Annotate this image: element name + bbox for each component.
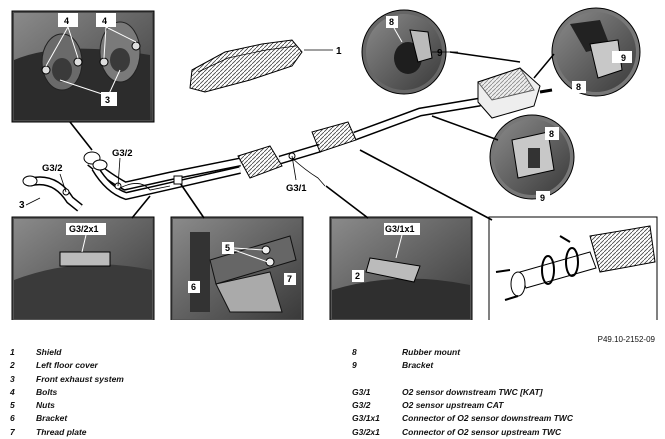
callout-bracket: 6 <box>191 282 196 292</box>
shield: 1 <box>189 39 342 93</box>
tailpipe-detail-inset <box>488 216 658 320</box>
callout-rubber-mount-b: 8 <box>576 82 581 92</box>
rear-muffler <box>477 67 553 119</box>
callout-bracket-c: 9 <box>540 193 545 203</box>
manifold-photo-inset: 4 4 3 <box>11 10 155 123</box>
rubber-mount-inset-right: 9 8 <box>551 7 641 97</box>
callout-shield: 1 <box>336 46 342 57</box>
legend-row <box>352 373 573 386</box>
callout-thread-plate: 7 <box>287 274 292 284</box>
catalytic-converter <box>237 121 357 179</box>
callout-rubber-mount-c: 8 <box>549 129 554 139</box>
callout-floor-cover: 2 <box>355 271 360 281</box>
callout-g3-2-front: G3/2 <box>42 163 63 174</box>
callout-g3-1x1: G3/1x1 <box>385 224 415 234</box>
callout-bracket-a: 9 <box>437 48 443 59</box>
connector-g3-2x1-photo: G3/2x1 <box>11 216 155 320</box>
callout-bolts-b: 4 <box>102 16 107 26</box>
callout-bracket-b: 9 <box>621 53 626 63</box>
callout-rubber-mount-a: 8 <box>389 17 394 27</box>
callout-nuts: 5 <box>225 243 230 253</box>
connector-g3-1x1-photo: G3/1x1 2 <box>329 216 473 320</box>
callout-front-exhaust: 3 <box>19 200 25 211</box>
callout-bolts-a: 4 <box>64 16 69 26</box>
callout-g3-2x1: G3/2x1 <box>69 224 99 234</box>
rubber-mount-inset-top: 8 <box>361 9 447 95</box>
callout-front-exhaust-inset: 3 <box>105 95 110 105</box>
figure-reference: P49.10-2152-09 <box>597 335 655 344</box>
callout-g3-2-pipe: G3/2 <box>112 148 133 159</box>
exhaust-diagram: 4 4 3 1 G3/2 G3/2 <box>11 7 658 320</box>
rubber-mount-inset-lower: 8 9 <box>489 114 575 204</box>
bracket-photo: 5 6 7 <box>170 216 304 320</box>
callout-g3-1: G3/1 <box>286 183 307 194</box>
